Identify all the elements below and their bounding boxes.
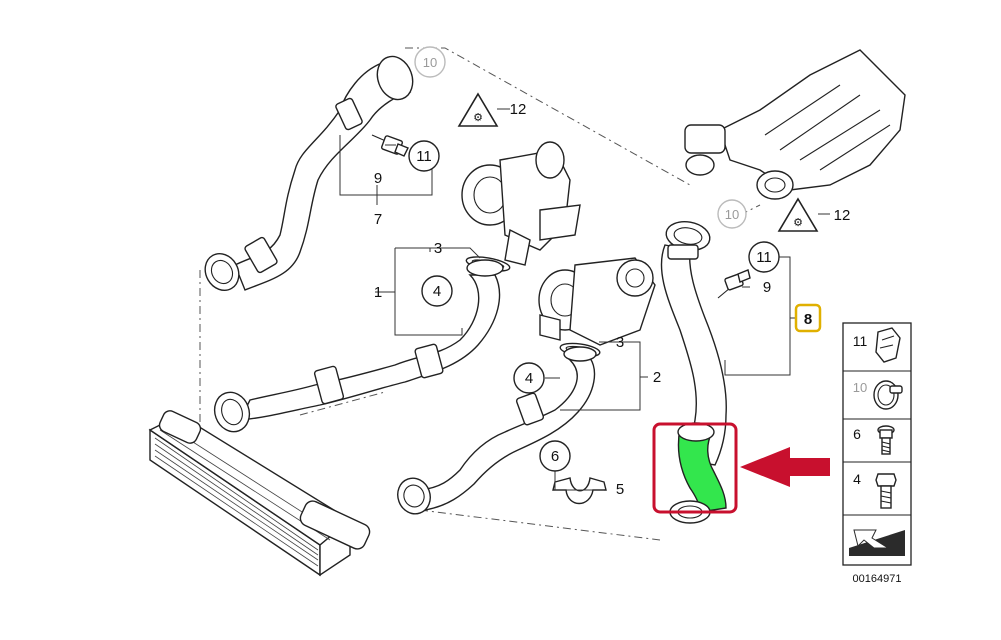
svg-text:4: 4 bbox=[853, 471, 861, 487]
callout-4b: 4 bbox=[513, 362, 545, 394]
legend-row-6: 6 bbox=[853, 425, 895, 455]
callout-11b: 11 bbox=[748, 241, 780, 273]
svg-text:2: 2 bbox=[653, 369, 661, 386]
callout-11a: 11 bbox=[408, 140, 440, 172]
intercooler bbox=[148, 410, 371, 577]
callout-2: 2 bbox=[653, 369, 661, 386]
callout-10b: 10 bbox=[717, 199, 747, 229]
legend-row-4: 4 bbox=[853, 471, 897, 509]
leader-lines bbox=[339, 108, 830, 491]
svg-text:3: 3 bbox=[434, 240, 442, 257]
callout-9b: 9 bbox=[763, 279, 771, 296]
sensor-right bbox=[717, 269, 751, 299]
svg-text:9: 9 bbox=[763, 279, 771, 296]
callout-3a: 3 bbox=[434, 240, 442, 257]
assembly-dash-lines bbox=[199, 47, 761, 541]
svg-text:4: 4 bbox=[525, 370, 533, 387]
callout-1: 1 bbox=[374, 284, 382, 301]
callout-10a: 10 bbox=[414, 46, 446, 78]
svg-text:10: 10 bbox=[725, 207, 739, 222]
callout-12b: ⚙ 12 bbox=[777, 197, 851, 232]
bracket-5 bbox=[552, 477, 607, 505]
svg-text:4: 4 bbox=[433, 283, 441, 300]
svg-text:12: 12 bbox=[510, 101, 527, 118]
highlight-arrow-icon bbox=[740, 447, 830, 487]
callout-6: 6 bbox=[539, 440, 571, 472]
intake-manifold bbox=[684, 49, 906, 200]
svg-text:6: 6 bbox=[853, 426, 861, 442]
svg-text:11: 11 bbox=[416, 148, 432, 165]
svg-text:10: 10 bbox=[423, 55, 437, 70]
callout-9a: 9 bbox=[374, 170, 382, 187]
turbocharger-lower bbox=[538, 257, 656, 346]
svg-text:11: 11 bbox=[756, 249, 772, 266]
hose-8-assembly bbox=[660, 220, 727, 466]
legend-row-gasket bbox=[849, 529, 905, 556]
svg-text:⚙: ⚙ bbox=[473, 112, 483, 124]
callout-7: 7 bbox=[374, 211, 382, 228]
svg-text:7: 7 bbox=[374, 211, 382, 228]
gasket-wedge-icon bbox=[849, 529, 905, 556]
svg-text:11: 11 bbox=[853, 333, 868, 349]
callout-3b: 3 bbox=[616, 334, 624, 351]
svg-text:5: 5 bbox=[616, 481, 624, 498]
callout-5: 5 bbox=[616, 481, 624, 498]
svg-text:10: 10 bbox=[853, 380, 867, 395]
upper-left-hose bbox=[204, 55, 414, 291]
highlight-box bbox=[652, 422, 738, 514]
svg-text:8: 8 bbox=[804, 311, 812, 328]
legend-row-11: 11 bbox=[853, 327, 901, 363]
callout-4a: 4 bbox=[421, 275, 453, 307]
hose-2 bbox=[397, 346, 597, 515]
parts-legend: 11 10 6 4 bbox=[842, 322, 912, 566]
callout-8: 8 bbox=[794, 303, 822, 333]
svg-text:1: 1 bbox=[374, 284, 382, 301]
svg-text:⚙: ⚙ bbox=[793, 217, 803, 229]
turbocharger-upper bbox=[461, 141, 581, 266]
hex-bolt-icon bbox=[875, 473, 897, 509]
legend-row-10: 10 bbox=[853, 380, 903, 410]
callout-12a: ⚙ 12 bbox=[457, 92, 527, 127]
svg-text:12: 12 bbox=[834, 207, 851, 224]
flange-bolt-icon bbox=[877, 425, 895, 455]
hose-clamp-icon bbox=[873, 380, 903, 410]
svg-text:9: 9 bbox=[374, 170, 382, 187]
hose-clip-icon bbox=[875, 327, 901, 363]
reference-number: 00164971 bbox=[853, 573, 902, 585]
hose-1 bbox=[213, 259, 504, 433]
svg-text:6: 6 bbox=[551, 448, 559, 465]
svg-text:3: 3 bbox=[616, 334, 624, 351]
